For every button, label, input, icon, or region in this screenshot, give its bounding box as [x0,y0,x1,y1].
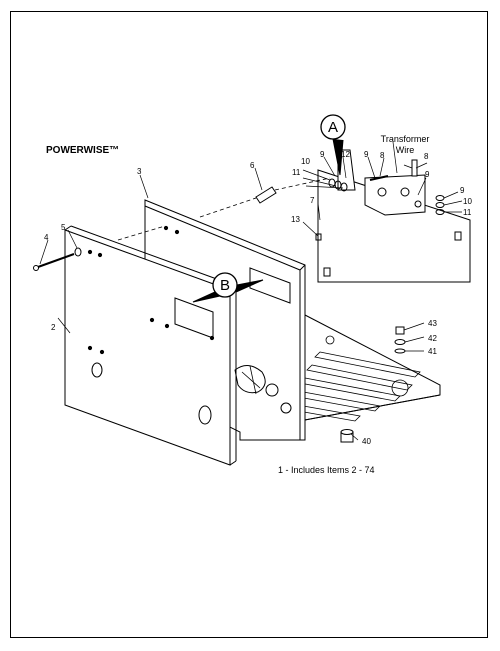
part-label-8a: 8 [380,151,385,160]
callout-a [320,114,346,176]
part-label-5: 5 [61,223,66,232]
callout-a-letter: A [328,119,338,136]
part-label-42: 42 [428,334,437,343]
diagram-footnote: 1 - Includes Items 2 - 74 [278,465,375,475]
leader-lines [39,141,463,441]
heatsink-panel [315,149,471,283]
part-label-43: 43 [428,319,437,328]
part-label-41: 41 [428,347,437,356]
part-label-11a: 11 [292,168,301,177]
front-panel [64,225,237,466]
part-label-9b: 9 [364,150,369,159]
callout-b-letter: B [220,277,230,294]
part-label-10a: 10 [301,157,310,166]
part-label-9a: 9 [320,150,325,159]
part-label-9d: 9 [460,186,465,195]
part-label-11b: 11 [463,208,472,217]
page-border [10,11,488,638]
hardware [33,159,445,443]
part-label-6: 6 [250,161,255,170]
part-label-4: 4 [44,233,49,242]
part-label-7: 7 [310,196,315,205]
part-label-2: 2 [51,323,56,332]
part-label-12: 12 [341,150,350,159]
guide-lines [117,177,331,241]
callout-b [192,272,264,303]
part-label-10b: 10 [463,197,472,206]
part-label-40: 40 [362,437,371,446]
part-label-13: 13 [291,215,300,224]
transformer-label: Transformer [381,134,430,144]
diagram-title: POWERWISE™ [46,145,120,156]
wire-label: Wire [396,145,415,155]
part-label-3: 3 [137,167,142,176]
part-label-8b: 8 [424,152,429,161]
part-label-9c: 9 [425,170,430,179]
